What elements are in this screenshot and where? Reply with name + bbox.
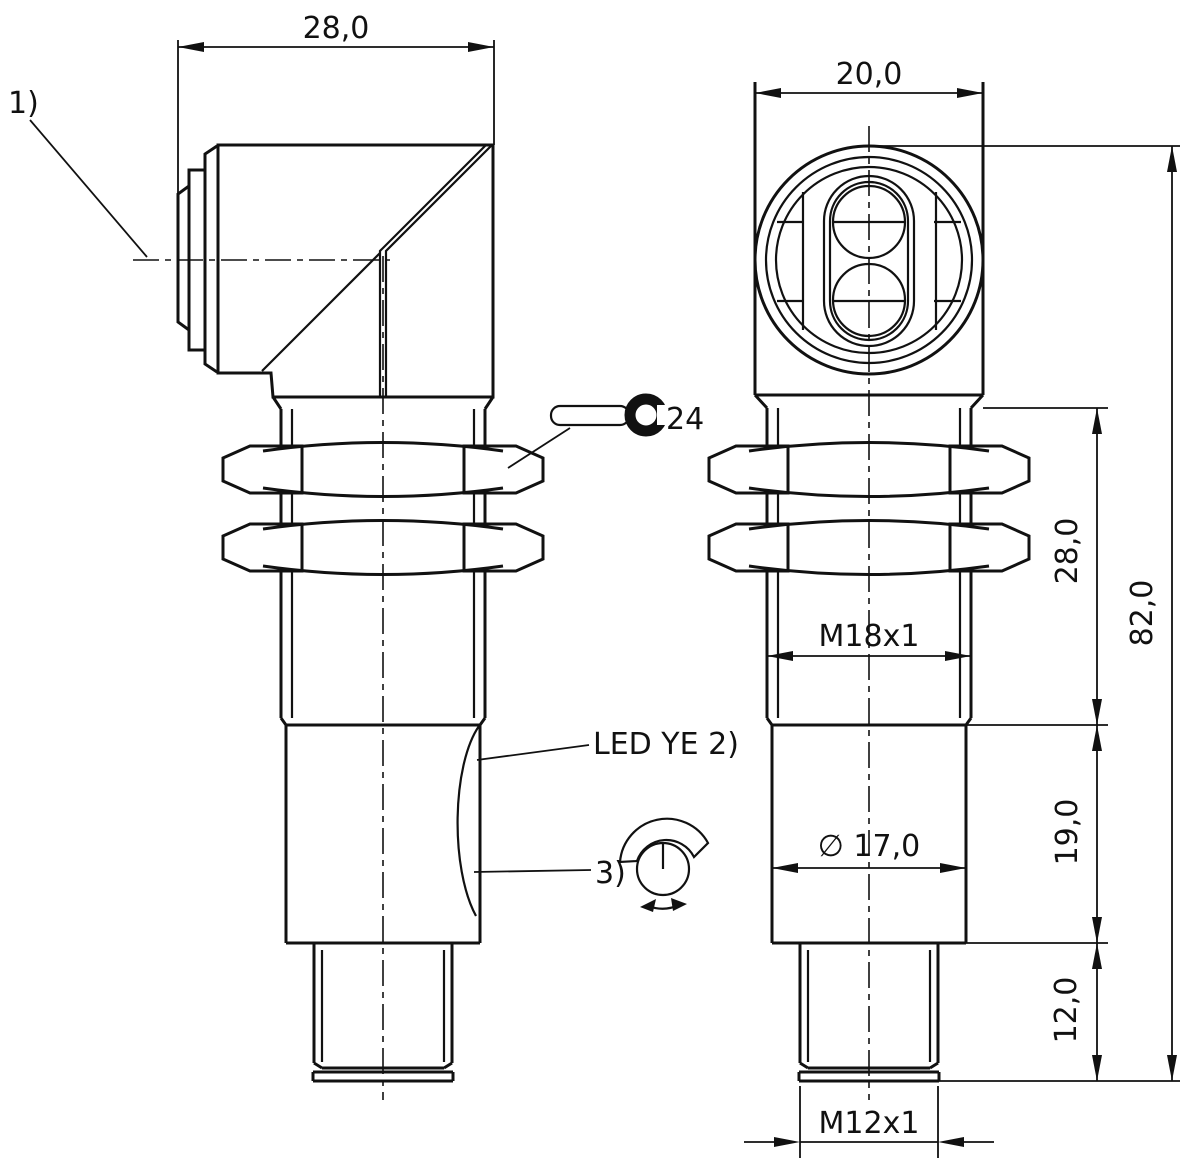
note-1-label: 1) — [8, 86, 39, 121]
dim-connector-thread-label: M12x1 — [819, 1106, 920, 1141]
callout-note-1: 1) — [8, 86, 148, 258]
dimension-thread-length: 28,0 — [966, 407, 1108, 1081]
left-threaded-barrel — [271, 396, 495, 727]
dim-thread-length-label: 28,0 — [1050, 518, 1085, 585]
dimension-body-diameter: ∅ 17,0 — [772, 829, 966, 873]
adjustment-rotation-icon — [618, 817, 710, 912]
dimension-connector-length: 12,0 — [1049, 943, 1102, 1081]
callout-note-3: 3) — [473, 817, 710, 912]
dim-barrel-thread-label: M18x1 — [819, 619, 920, 654]
dimension-head-width: 20,0 — [755, 57, 983, 98]
dim-head-width-label: 20,0 — [836, 57, 903, 92]
led-window-curve — [456, 725, 480, 917]
right-threaded-barrel — [765, 408, 973, 727]
dim-overall-length-label: 82,0 — [1125, 580, 1160, 647]
wrench-icon — [549, 393, 679, 437]
left-view — [133, 143, 545, 1100]
dimension-connector-thread: M12x1 — [744, 1086, 994, 1158]
left-body — [284, 725, 482, 945]
dim-connector-length-label: 12,0 — [1049, 977, 1084, 1044]
lens-slot-outer — [822, 174, 916, 348]
lens-slot-inner — [828, 180, 910, 342]
right-view — [707, 82, 1031, 1100]
dimension-barrel-thread: M18x1 — [767, 619, 971, 661]
dimension-body-length: 19,0 — [966, 725, 1108, 944]
callout-wrench: 24 — [507, 393, 704, 469]
dim-body-length-label: 19,0 — [1050, 799, 1085, 866]
left-head — [203, 143, 495, 399]
dimension-head-depth: 28,0 — [177, 11, 495, 194]
wrench-size-label: 24 — [666, 402, 704, 437]
dim-head-depth-label: 28,0 — [303, 11, 370, 46]
dim-body-diameter-label: ∅ 17,0 — [818, 829, 920, 864]
callout-led: LED YE 2) — [476, 727, 739, 762]
led-label: LED YE 2) — [593, 727, 739, 762]
dimension-overall-length: 82,0 — [872, 145, 1180, 1082]
